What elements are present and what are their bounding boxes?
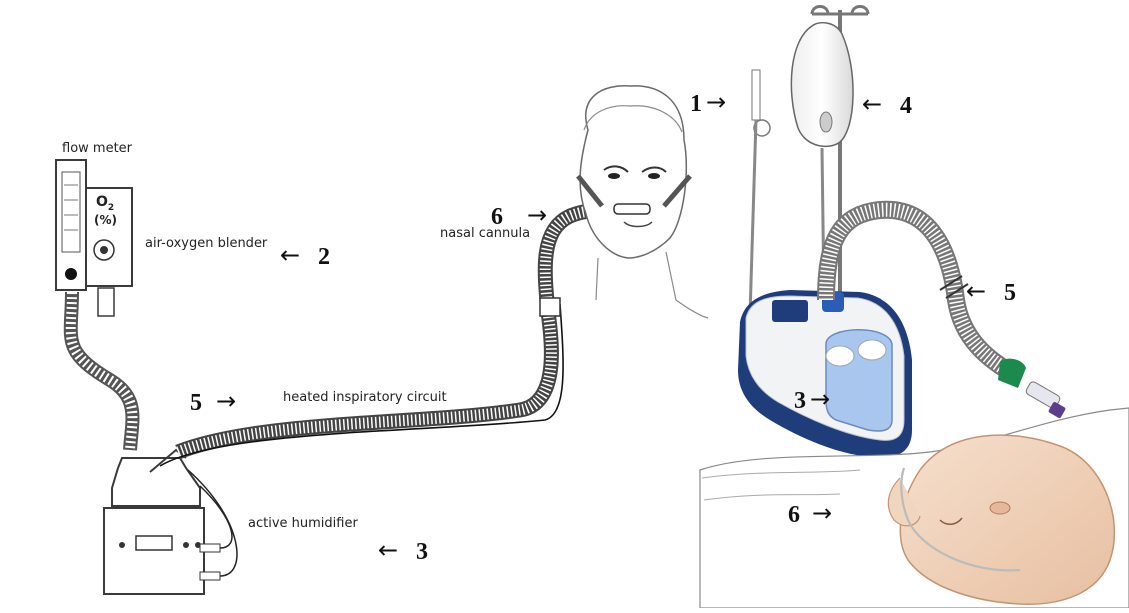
callout-number-3-right: 3	[794, 389, 806, 413]
callout-number-5-right: 5	[1004, 281, 1016, 305]
callout-arrow-6-right: →	[812, 501, 832, 525]
callout-arrow-1: →	[706, 90, 726, 114]
callout-arrow-6-left: →	[527, 203, 547, 227]
blender-unit-label: (%)	[94, 213, 117, 227]
callout-arrow-3-left: ←	[378, 538, 398, 562]
callout-arrow-5-right: ←	[966, 279, 986, 303]
heated-circuit-label: heated inspiratory circuit	[283, 390, 447, 405]
callout-number-3-left: 3	[416, 540, 428, 564]
callout-number-1: 1	[690, 92, 702, 116]
hfnc-device	[738, 290, 912, 458]
callout-number-6-right: 6	[788, 503, 800, 527]
callout-number-4: 4	[900, 94, 912, 118]
flow-meter	[56, 160, 86, 290]
patient-head-left	[578, 86, 708, 318]
air-oxygen-blender-label: air-oxygen blender	[145, 236, 267, 251]
blender-gas-label: O2	[96, 194, 114, 213]
callout-number-5-left: 5	[190, 391, 202, 415]
callout-arrow-4: ←	[862, 92, 882, 116]
flow-meter-label: flow meter	[62, 141, 132, 156]
callout-arrow-2: ←	[280, 243, 300, 267]
callout-number-2: 2	[318, 245, 330, 269]
callout-arrow-5-left: →	[216, 389, 236, 413]
nasal-cannula-label: nasal cannula	[440, 226, 530, 241]
callout-number-6-left: 6	[491, 205, 503, 229]
active-humidifier-label: active humidifier	[248, 516, 358, 531]
callout-arrow-3-right: →	[810, 387, 830, 411]
active-humidifier-unit	[104, 450, 237, 594]
